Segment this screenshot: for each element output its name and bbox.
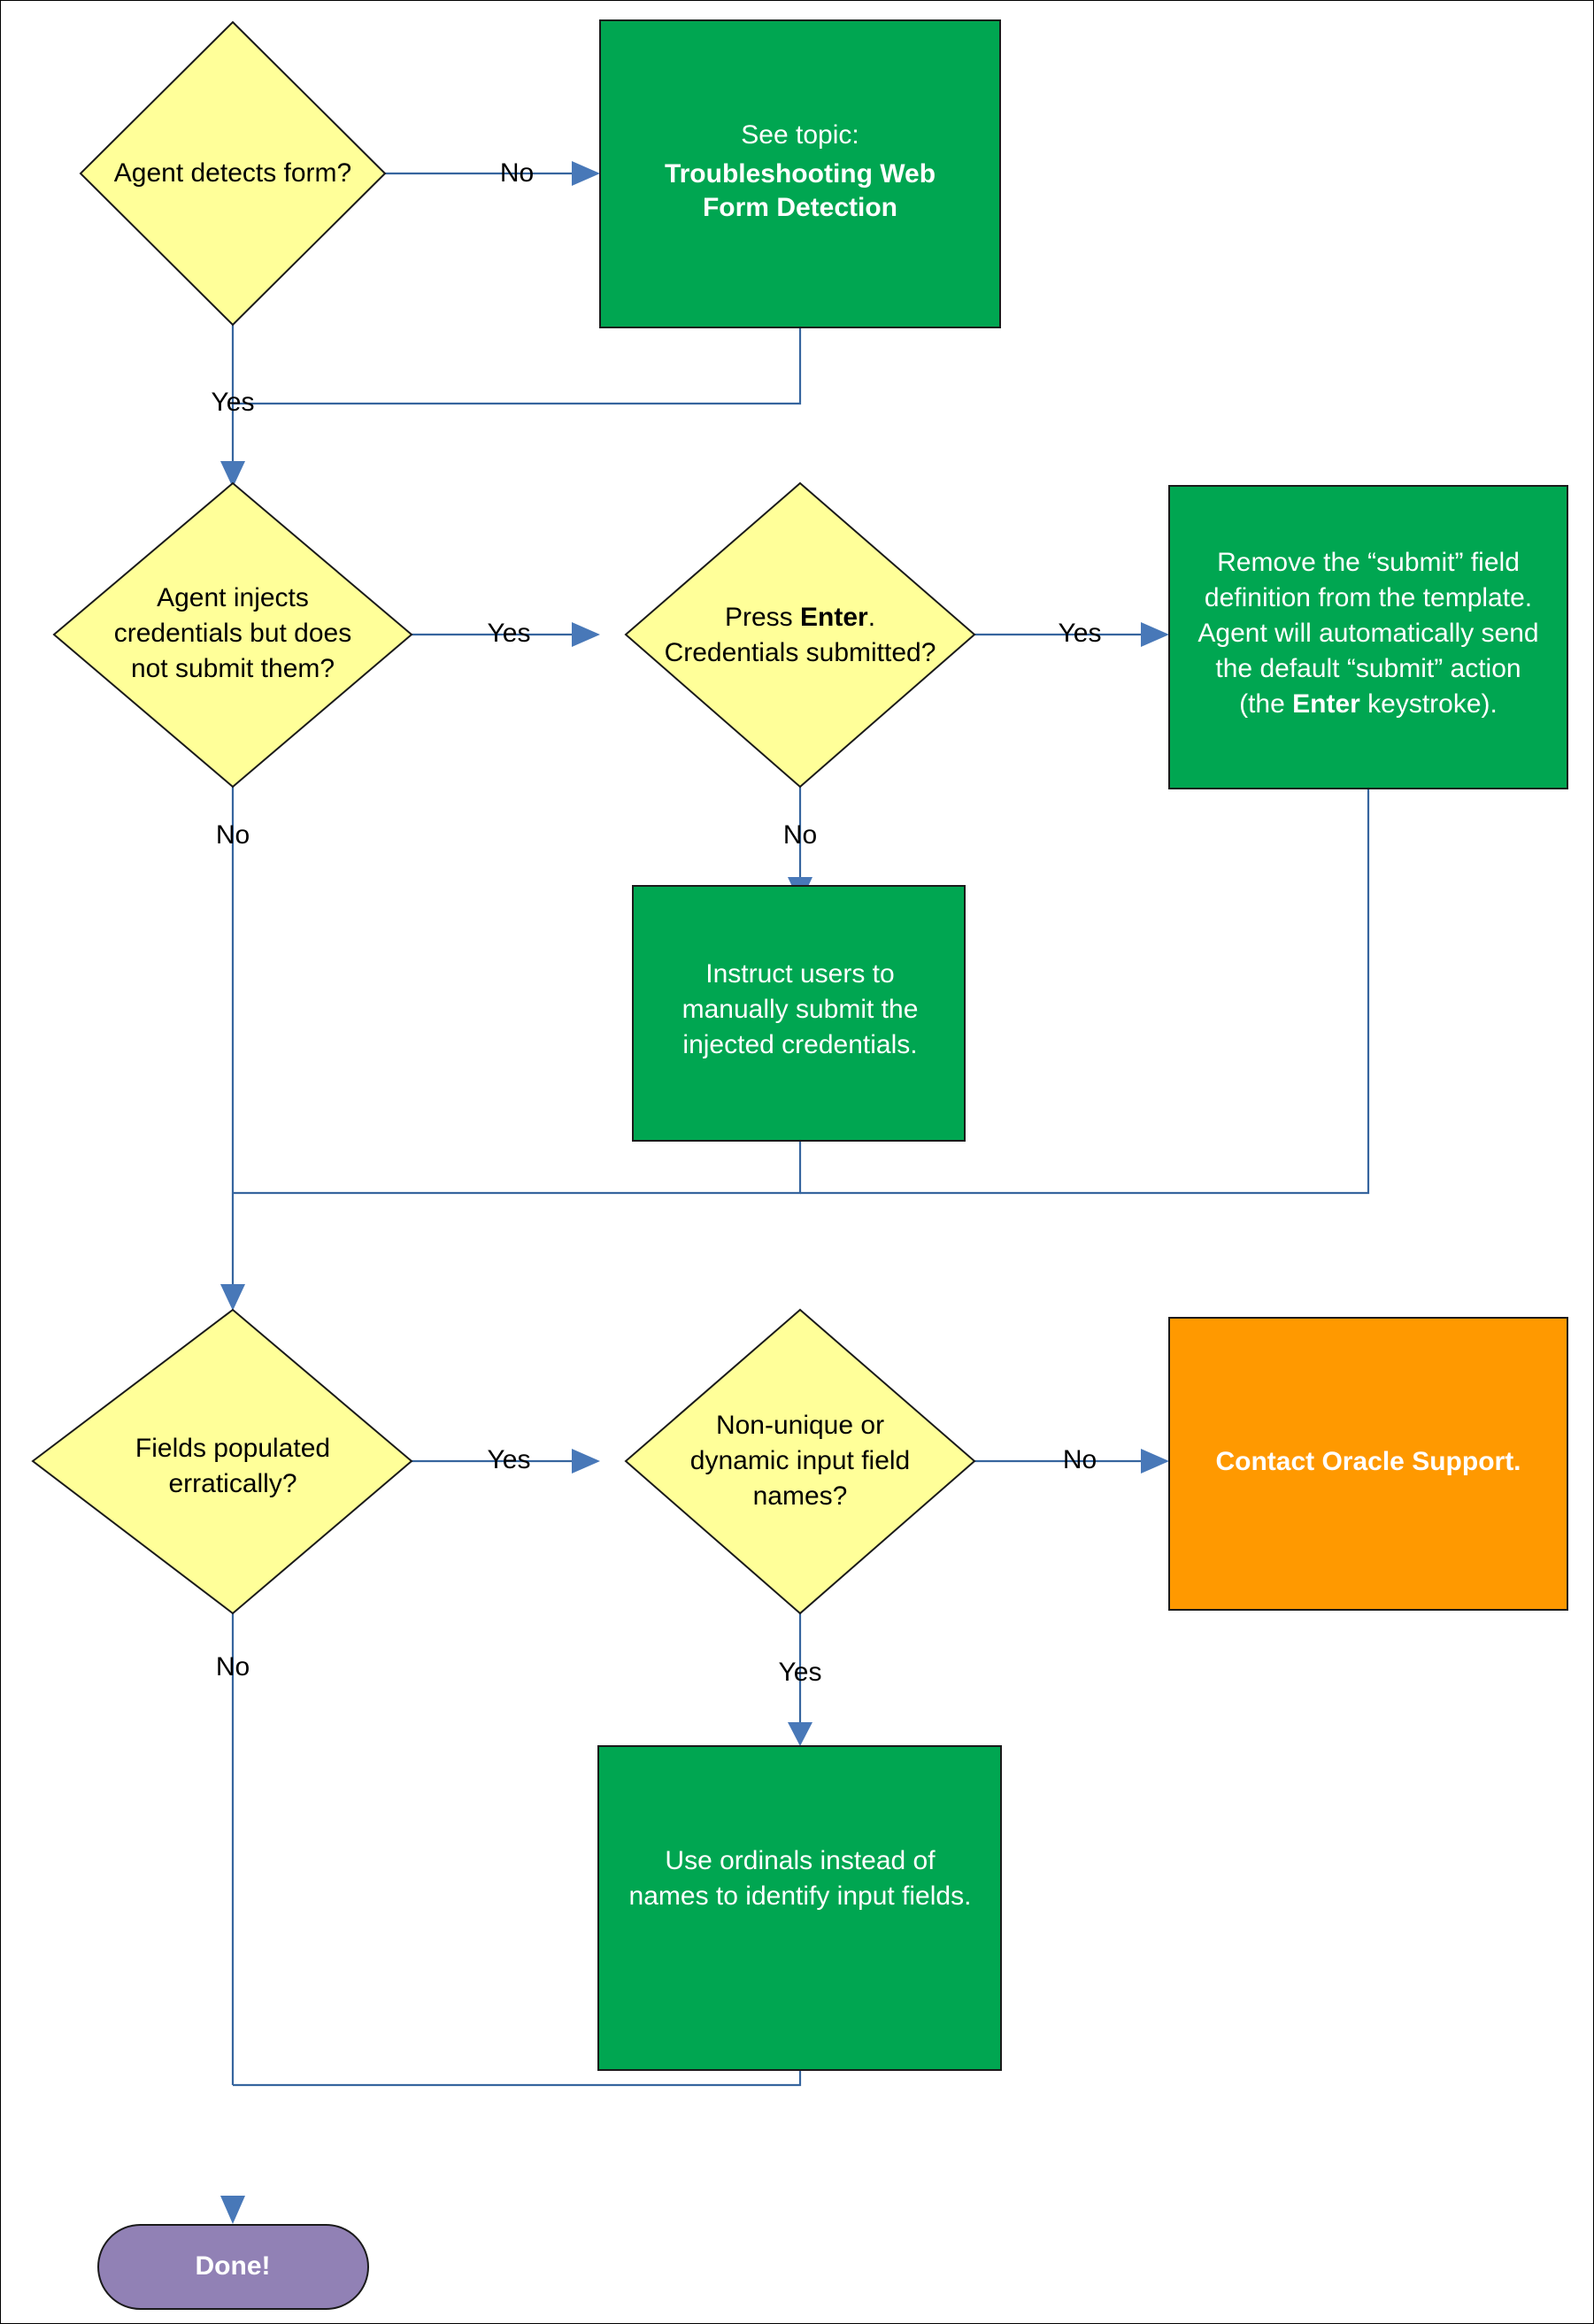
edge-label-nonunique-yes: Yes bbox=[779, 1658, 822, 1687]
action-box[interactable] bbox=[599, 19, 1001, 328]
decision-diamond[interactable] bbox=[31, 1308, 413, 1615]
action-box[interactable] bbox=[597, 1745, 1002, 2071]
node-label-line-1: Remove the “submit” field bbox=[1217, 548, 1520, 577]
node-label-line-1: Use ordinals instead of bbox=[665, 1846, 936, 1875]
node-label-line-1: Press Enter. bbox=[725, 603, 875, 632]
node-label-line-2: Troubleshooting Web bbox=[665, 159, 936, 189]
node-agent-detects-form[interactable]: Agent detects form? bbox=[79, 20, 387, 327]
edge-label-detect-form-yes: Yes bbox=[212, 388, 255, 417]
node-label-line-5-bold: Enter bbox=[1292, 689, 1360, 719]
arrow-head-icon bbox=[220, 1284, 245, 1311]
node-label-line-3: Form Detection bbox=[703, 193, 897, 222]
action-box[interactable] bbox=[632, 885, 966, 1142]
node-label-line-1: Done! bbox=[196, 2251, 271, 2281]
node-see-topic[interactable]: See topic: Troubleshooting Web Form Dete… bbox=[599, 19, 1001, 328]
arrow-head-icon bbox=[1141, 622, 1169, 647]
node-remove-submit-definition[interactable]: Remove the “submit” field definition fro… bbox=[1168, 485, 1568, 789]
node-label-line-1-pre: Press bbox=[725, 603, 800, 632]
node-label-line-1: Agent detects form? bbox=[114, 158, 351, 188]
arrow-head-icon bbox=[572, 1449, 600, 1474]
decision-diamond[interactable] bbox=[624, 481, 976, 789]
arrow-head-icon bbox=[220, 461, 245, 488]
action-box[interactable] bbox=[1168, 485, 1568, 789]
edge-use-ordinals-return bbox=[233, 2070, 802, 2087]
node-label-line-5-post: keystroke). bbox=[1360, 689, 1498, 719]
node-label-line-2: erratically? bbox=[168, 1469, 296, 1498]
arrow-head-icon bbox=[1141, 1449, 1169, 1474]
node-label-line-2: definition from the template. bbox=[1205, 583, 1532, 612]
node-label-line-2: credentials but does bbox=[114, 619, 352, 648]
edge-instruct-return bbox=[233, 1141, 802, 1195]
arrow-head-icon bbox=[788, 1722, 812, 1746]
decision-diamond[interactable] bbox=[624, 1308, 976, 1615]
node-label-line-3: not submit them? bbox=[131, 654, 335, 683]
node-label-line-1-post: . bbox=[868, 603, 875, 632]
node-label-line-1: Fields populated bbox=[135, 1434, 330, 1463]
decision-diamond[interactable] bbox=[52, 481, 413, 789]
edge-label-nonunique-no: No bbox=[1063, 1445, 1097, 1474]
node-label-line-5: (the Enter keystroke). bbox=[1239, 689, 1498, 719]
edge-label-detect-form-no: No bbox=[500, 158, 534, 188]
edge-remove-submit-return bbox=[800, 789, 1370, 1195]
edge-label-fields-no: No bbox=[216, 1652, 250, 1681]
edge-label-injects-yes: Yes bbox=[488, 619, 531, 648]
node-contact-oracle-support[interactable]: Contact Oracle Support. bbox=[1168, 1317, 1568, 1611]
node-label-line-1-bold: Enter bbox=[800, 603, 868, 632]
node-label-line-5-pre: (the bbox=[1239, 689, 1292, 719]
node-label-line-1: Non-unique or bbox=[716, 1411, 884, 1440]
node-label-line-1: Contact Oracle Support. bbox=[1215, 1447, 1521, 1476]
node-agent-injects-credentials[interactable]: Agent injects credentials but does not s… bbox=[52, 481, 413, 789]
node-use-ordinals[interactable]: Use ordinals instead of names to identif… bbox=[597, 1745, 1002, 2071]
node-label-line-2: names to identify input fields. bbox=[629, 1882, 972, 1911]
node-label-line-1: See topic: bbox=[741, 120, 859, 150]
node-nonunique-dynamic-names[interactable]: Non-unique or dynamic input field names? bbox=[624, 1308, 976, 1615]
terminal-pill[interactable] bbox=[97, 2224, 369, 2310]
arrow-head-icon bbox=[220, 2196, 245, 2224]
node-label-line-3: names? bbox=[753, 1481, 848, 1511]
edge-label-press-enter-no: No bbox=[783, 820, 817, 850]
node-done[interactable]: Done! bbox=[97, 2224, 369, 2310]
edge-see-topic-return bbox=[233, 327, 802, 405]
node-label-line-4: the default “submit” action bbox=[1215, 654, 1521, 683]
node-instruct-manual-submit[interactable]: Instruct users to manually submit the in… bbox=[632, 885, 966, 1142]
edge-label-layer: No Yes Yes No Yes No Yes No No Yes bbox=[212, 158, 1102, 1687]
edge-label-injects-no: No bbox=[216, 820, 250, 850]
node-label-line-2: Credentials submitted? bbox=[665, 638, 936, 667]
node-label-line-1: Agent injects bbox=[157, 583, 309, 612]
arrow-head-icon bbox=[572, 622, 600, 647]
edge-label-press-enter-yes: Yes bbox=[1059, 619, 1102, 648]
alert-box[interactable] bbox=[1168, 1317, 1568, 1611]
node-press-enter[interactable]: Press Enter. Credentials submitted? bbox=[624, 481, 976, 789]
node-label-line-2: dynamic input field bbox=[690, 1446, 910, 1475]
node-label-line-2: manually submit the bbox=[682, 995, 919, 1024]
node-label-line-3: Agent will automatically send bbox=[1197, 619, 1538, 648]
decision-diamond[interactable] bbox=[79, 20, 387, 327]
node-label-line-1: Instruct users to bbox=[705, 959, 894, 989]
node-label-line-3: injected credentials. bbox=[682, 1030, 917, 1059]
edge-label-fields-yes: Yes bbox=[488, 1445, 531, 1474]
arrow-head-icon bbox=[572, 161, 600, 186]
node-fields-populated-erratically[interactable]: Fields populated erratically? bbox=[31, 1308, 413, 1615]
